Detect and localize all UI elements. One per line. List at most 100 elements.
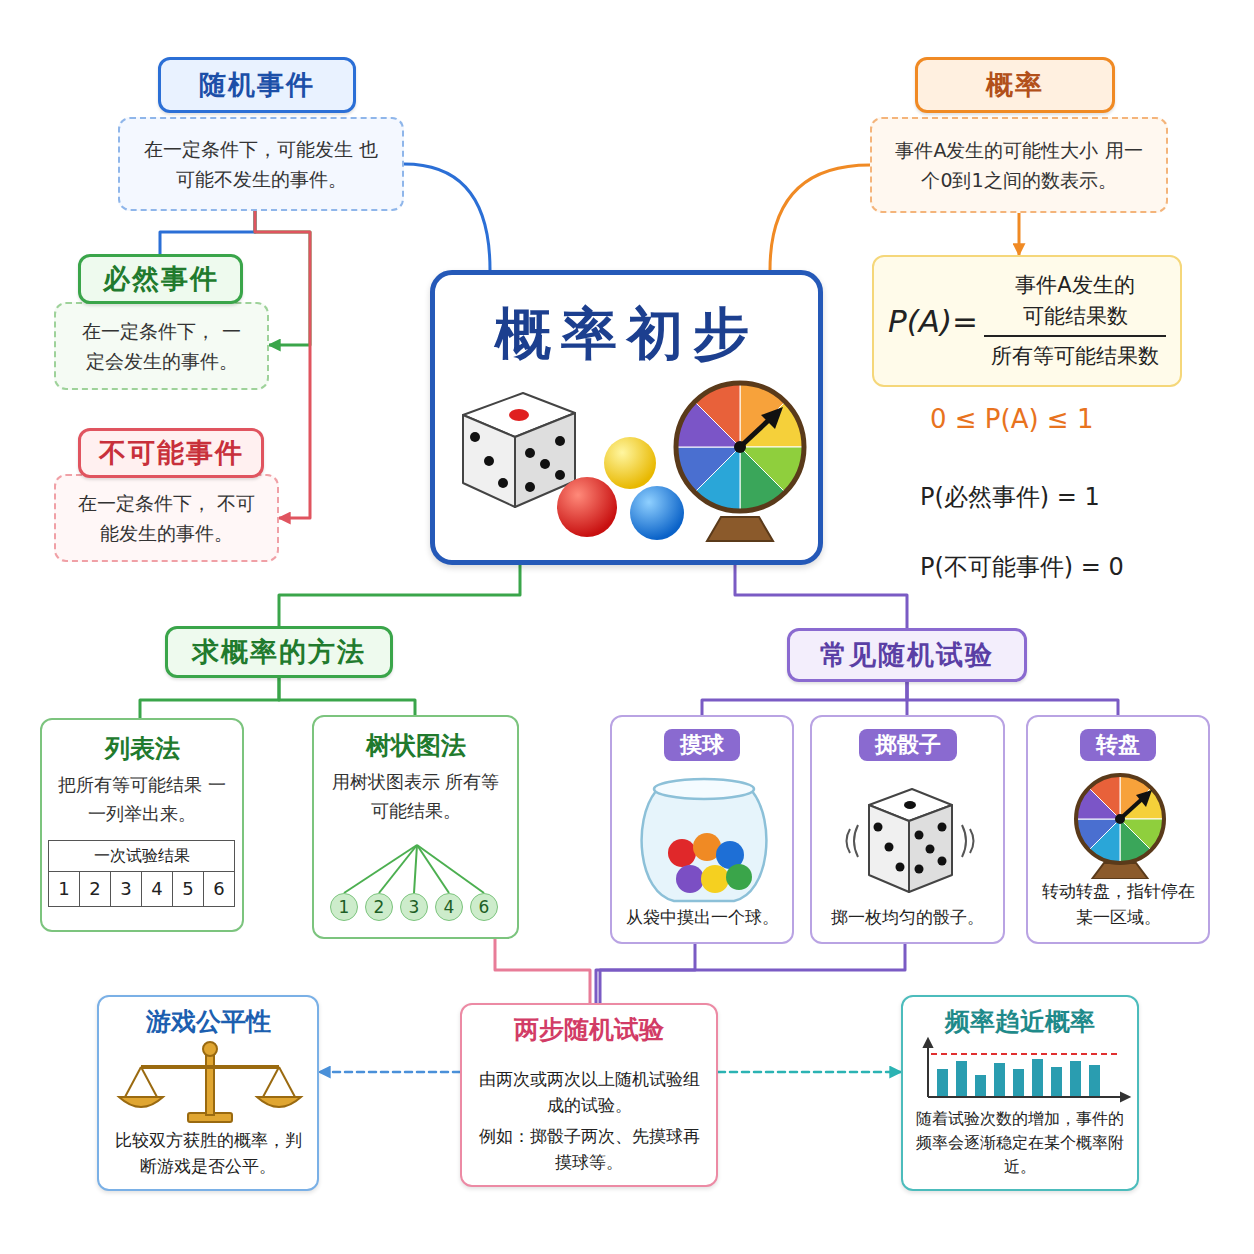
dice-illustration-part-part xyxy=(915,831,924,840)
scales-illustration-part-part xyxy=(257,1097,301,1107)
table-cell: 2 xyxy=(79,872,110,906)
connector xyxy=(319,1071,460,1074)
jar-illustration-part xyxy=(654,779,754,799)
tree-lines-part-part xyxy=(379,845,417,893)
leaf-number: 3 xyxy=(409,897,420,917)
method-text: 用树状图表示 所有等可能结果。 xyxy=(324,768,507,826)
spinner-arrow xyxy=(740,418,771,447)
definition-text: 在一定条件下， 一定会发生的事件。 xyxy=(74,316,249,377)
connector xyxy=(600,944,905,1003)
scales-illustration-part-part xyxy=(203,1042,217,1056)
bar-chart-illustration-part-part xyxy=(1121,1093,1129,1101)
dice-illustration-part-part xyxy=(874,823,883,832)
connector xyxy=(596,944,695,1003)
dice-illustration-part-part xyxy=(885,843,894,852)
dice-illustration-part-part xyxy=(915,865,924,874)
bar-chart-illustration-part-part xyxy=(1032,1059,1043,1097)
connector xyxy=(770,165,870,270)
spinner-wheel xyxy=(676,383,804,511)
bar-chart-illustration-part xyxy=(937,1059,1100,1097)
topic-box: 不可能事件 xyxy=(78,428,264,478)
formula-note: P(必然事件) = 1 xyxy=(920,481,1254,513)
bar-chart-illustration-part-part xyxy=(1013,1069,1024,1097)
dice-pips-part xyxy=(470,432,480,442)
method-text: 把所有等可能结果 一一列举出来。 xyxy=(52,771,232,829)
dice-symbol xyxy=(463,393,575,507)
card-text: 比较双方获胜的概率，判断游戏是否公平。 xyxy=(109,1128,307,1179)
tree-lines-part-part xyxy=(417,845,484,893)
table-cell: 4 xyxy=(141,872,172,906)
dice-illustration-part-part xyxy=(970,829,974,853)
table-cell: 5 xyxy=(172,872,203,906)
connector xyxy=(140,678,279,718)
jar-illustration-part-part xyxy=(676,865,704,893)
tree-leaf: 1 xyxy=(330,893,358,921)
fraction-numerator: 事件A发生的 可能结果数 xyxy=(1005,270,1145,335)
dice-illustration-part-part xyxy=(962,825,966,857)
dice-illustration-part-part xyxy=(904,801,916,809)
jar-illustration-part xyxy=(668,833,752,893)
spinner-stand xyxy=(707,517,773,541)
dice-illustration-part-part xyxy=(938,823,947,832)
fraction: 事件A发生的 可能结果数所有等可能结果数 xyxy=(984,270,1166,371)
formula-lhs: P(A)= xyxy=(888,303,978,339)
definition-text: 在一定条件下，可能发生 也可能不发生的事件。 xyxy=(138,134,384,195)
method-heading: 树状图法 xyxy=(366,729,466,762)
table-row: 123456 xyxy=(49,872,234,906)
tree-leaf: 6 xyxy=(470,893,498,921)
connector xyxy=(279,678,415,715)
experiment-card: 摸球从袋中摸出一个球。 xyxy=(610,715,794,944)
dice-illustration-part-part xyxy=(854,825,858,857)
tree-lines-part-part xyxy=(344,845,417,893)
definition-box: 在一定条件下， 一定会发生的事件。 xyxy=(54,302,269,390)
dice-pips-part xyxy=(498,478,508,488)
topic-card: 两步随机试验由两次或两次以上随机试验组成的试验。例如：掷骰子两次、先摸球再摸球等… xyxy=(460,1003,718,1187)
blue-ball xyxy=(630,486,684,540)
bar-chart-illustration-part xyxy=(924,1039,1129,1101)
yellow-ball xyxy=(604,437,656,489)
topic-heading: 必然事件 xyxy=(103,261,219,297)
dice-pips xyxy=(470,432,565,492)
connector xyxy=(279,565,520,626)
topic-heading: 常见随机试验 xyxy=(820,637,994,673)
dice-illustration-part-part xyxy=(926,845,935,854)
spinner-illustration-part xyxy=(1092,863,1148,879)
tree-leaf: 2 xyxy=(365,893,393,921)
definition-box: 在一定条件下， 不可能发生的事件。 xyxy=(54,474,279,562)
dice-pips-part xyxy=(525,482,535,492)
connector xyxy=(404,164,490,270)
wheel-sector xyxy=(676,447,740,492)
topic-heading: 求概率的方法 xyxy=(192,634,366,670)
card-heading: 频率趋近概率 xyxy=(945,1005,1095,1038)
table-cell: 3 xyxy=(110,872,141,906)
connector xyxy=(495,939,590,1003)
experiment-tag: 摸球 xyxy=(664,729,740,761)
scales-illustration-part-part xyxy=(125,1067,141,1097)
spinner-illustration-part xyxy=(1136,790,1152,807)
topic-box: 求概率的方法 xyxy=(165,626,393,678)
bar-chart-illustration-part-part xyxy=(1089,1065,1100,1097)
scales-illustration-part-part xyxy=(141,1067,157,1097)
experiment-text: 掷一枚均匀的骰子。 xyxy=(831,905,984,931)
card-heading: 两步随机试验 xyxy=(514,1013,664,1046)
experiment-card: 掷骰子掷一枚均匀的骰子。 xyxy=(810,715,1005,944)
tree-lines-part-part xyxy=(414,845,417,893)
definition-box: 事件A发生的可能性大小 用一个0到1之间的数表示。 xyxy=(870,117,1168,213)
scales-illustration-part-part xyxy=(119,1097,163,1107)
table-cell: 1 xyxy=(49,872,79,906)
definition-text: 在一定条件下， 不可能发生的事件。 xyxy=(74,488,259,549)
leaf-number: 6 xyxy=(479,897,490,917)
dice-illustration-part xyxy=(869,789,952,892)
connector xyxy=(735,565,907,628)
central-topic: 概率初步 xyxy=(430,270,823,565)
experiment-tag: 转盘 xyxy=(1080,729,1156,761)
bar-chart-illustration-part-part xyxy=(1051,1067,1062,1097)
experiment-text: 转动转盘，指针停在某一区域。 xyxy=(1036,879,1200,930)
spinner-hub xyxy=(734,441,746,453)
scales-illustration-part-part xyxy=(141,1065,279,1069)
card-body: 随着试验次数的增加，事件的频率会逐渐稳定在某个概率附近。 xyxy=(913,1107,1127,1179)
formula-note: 0 ≤ P(A) ≤ 1 xyxy=(930,404,1254,434)
experiment-card: 转盘转动转盘，指针停在某一区域。 xyxy=(1026,715,1210,944)
jar-illustration-part-part xyxy=(668,839,696,867)
dice-illustration-part xyxy=(847,825,974,857)
